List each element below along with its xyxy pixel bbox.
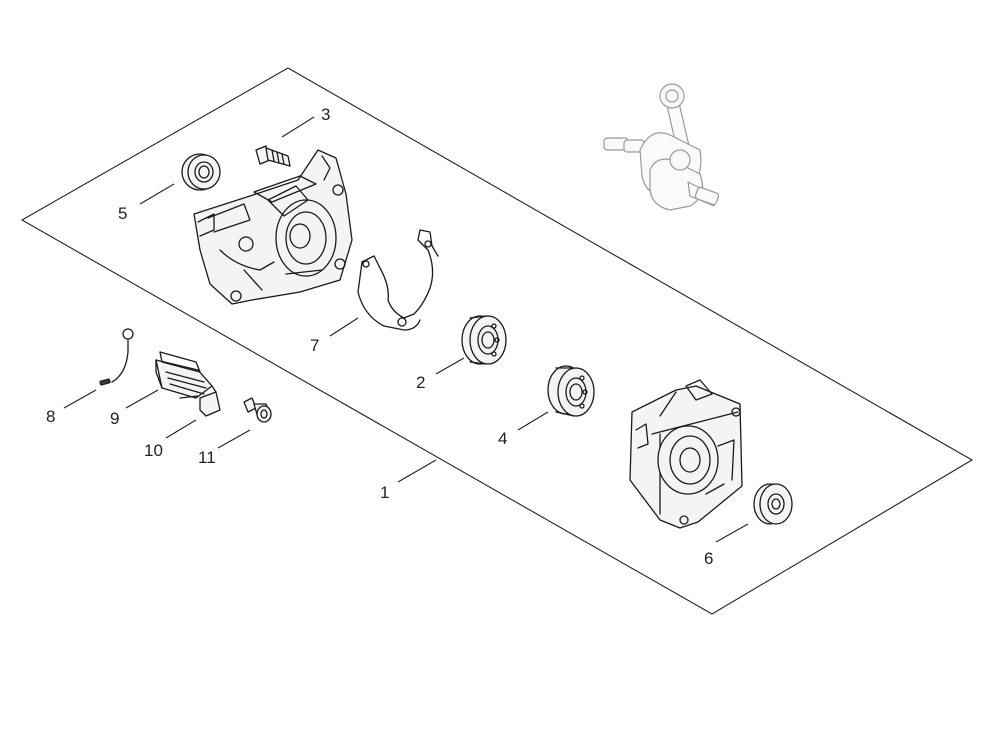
- plate-10-illustration: [179, 391, 221, 417]
- oil-seal-5-illustration: [181, 153, 221, 191]
- callout-11: 11: [198, 448, 216, 467]
- screw-11-illustration: [243, 397, 272, 423]
- lead-wire-8-illustration: [99, 328, 134, 386]
- crankcase-half-right: [629, 379, 743, 529]
- leader-line-11: [217, 429, 251, 449]
- callout-7: 7: [310, 336, 319, 355]
- leader-line-8: [63, 389, 97, 409]
- callout-9: 9: [110, 409, 119, 428]
- crankshaft-illustration: [603, 83, 720, 211]
- oil-seal-6-illustration: [753, 483, 793, 525]
- leader-line-9: [125, 389, 159, 409]
- leader-line-4: [517, 411, 549, 431]
- assembly-outline: [20, 67, 974, 615]
- leader-line-5: [139, 183, 175, 205]
- gasket-7-illustration: [357, 229, 439, 331]
- callout-6: 6: [704, 549, 713, 568]
- ignition-module-9-illustration: [155, 351, 217, 405]
- callout-8: 8: [46, 407, 55, 426]
- crankcase-half-left: [193, 149, 353, 305]
- bearing-4-illustration: [547, 365, 595, 417]
- leader-line-7: [329, 317, 359, 337]
- callout-2: 2: [416, 373, 425, 392]
- leader-line-6: [715, 523, 749, 543]
- leader-line-1: [397, 459, 437, 483]
- callout-4: 4: [498, 429, 507, 448]
- leader-line-3: [281, 116, 315, 138]
- callout-10: 10: [144, 441, 163, 460]
- leader-line-2: [435, 357, 465, 375]
- callout-1: 1: [380, 483, 389, 502]
- leader-line-10: [165, 419, 197, 439]
- bearing-2-illustration: [461, 315, 507, 365]
- callout-3: 3: [321, 105, 330, 124]
- callout-5: 5: [118, 204, 127, 223]
- bolt-3-illustration: [255, 145, 291, 167]
